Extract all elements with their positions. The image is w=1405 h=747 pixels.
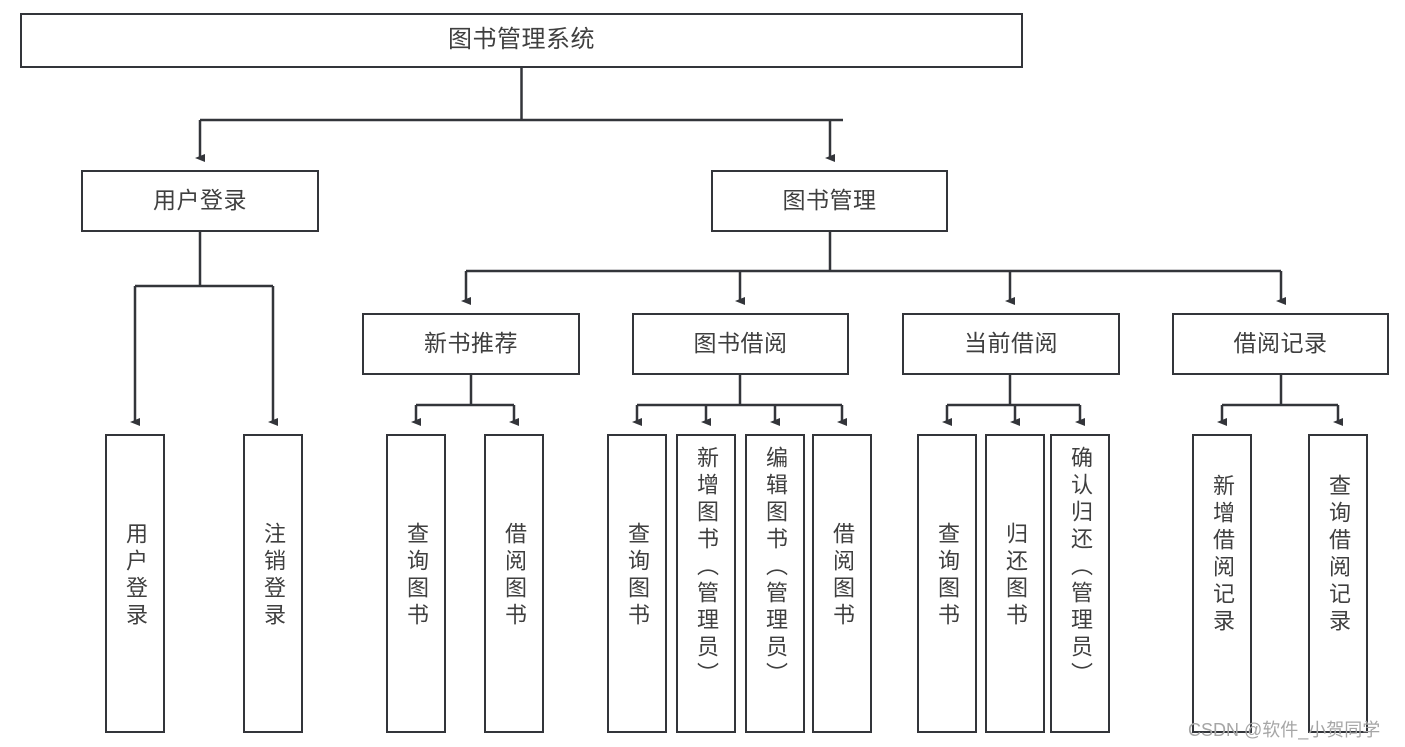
node-leaf-query-book-2[interactable]: 查询图书 (607, 434, 667, 733)
node-borrow-record[interactable]: 借阅记录 (1172, 313, 1389, 375)
csdn-watermark: CSDN @软件_小贺同学 (1188, 720, 1381, 740)
node-leaf-return-book[interactable]: 归还图书 (985, 434, 1045, 733)
node-book-borrow[interactable]: 图书借阅 (632, 313, 849, 375)
node-user-login[interactable]: 用户登录 (81, 170, 319, 232)
node-borrow-record-label: 借阅记录 (1233, 330, 1328, 357)
node-leaf-add-borrow-record[interactable]: 新增借阅记录 (1192, 434, 1252, 733)
node-leaf-user-login[interactable]: 用户登录 (105, 434, 165, 733)
node-new-book-recommend[interactable]: 新书推荐 (362, 313, 580, 375)
node-book-manage[interactable]: 图书管理 (711, 170, 948, 232)
node-leaf-user-login-label: 用户登录 (123, 522, 148, 630)
node-book-manage-label: 图书管理 (782, 187, 877, 214)
node-leaf-edit-book-admin[interactable]: 编辑图书（管理员） (745, 434, 805, 733)
node-leaf-logout-login[interactable]: 注销登录 (243, 434, 303, 733)
node-root[interactable]: 图书管理系统 (20, 13, 1023, 68)
node-leaf-return-book-label: 归还图书 (1003, 522, 1028, 630)
node-leaf-borrow-book-2-label: 借阅图书 (830, 522, 855, 630)
node-root-label: 图书管理系统 (448, 26, 595, 54)
node-leaf-edit-book-admin-label: 编辑图书（管理员） (763, 446, 788, 689)
node-leaf-borrow-book-1-label: 借阅图书 (502, 522, 527, 630)
node-leaf-query-book-3-label: 查询图书 (935, 522, 960, 630)
node-leaf-query-borrow-record-label: 查询借阅记录 (1326, 474, 1351, 636)
node-new-book-recommend-label: 新书推荐 (424, 330, 518, 357)
node-current-borrow[interactable]: 当前借阅 (902, 313, 1120, 375)
node-leaf-query-book-3[interactable]: 查询图书 (917, 434, 977, 733)
node-leaf-add-book-admin[interactable]: 新增图书（管理员） (676, 434, 736, 733)
node-leaf-query-borrow-record[interactable]: 查询借阅记录 (1308, 434, 1368, 733)
node-leaf-confirm-return-admin-label: 确认归还（管理员） (1068, 446, 1093, 689)
node-leaf-add-borrow-record-label: 新增借阅记录 (1210, 474, 1235, 636)
node-leaf-add-book-admin-label: 新增图书（管理员） (694, 446, 719, 689)
node-leaf-logout-login-label: 注销登录 (261, 522, 286, 630)
node-book-borrow-label: 图书借阅 (693, 330, 788, 357)
node-leaf-query-book-1-label: 查询图书 (404, 522, 429, 630)
node-current-borrow-label: 当前借阅 (964, 330, 1058, 357)
node-leaf-borrow-book-2[interactable]: 借阅图书 (812, 434, 872, 733)
node-leaf-query-book-2-label: 查询图书 (625, 522, 650, 630)
node-leaf-query-book-1[interactable]: 查询图书 (386, 434, 446, 733)
node-leaf-borrow-book-1[interactable]: 借阅图书 (484, 434, 544, 733)
node-user-login-label: 用户登录 (153, 187, 247, 214)
node-leaf-confirm-return-admin[interactable]: 确认归还（管理员） (1050, 434, 1110, 733)
